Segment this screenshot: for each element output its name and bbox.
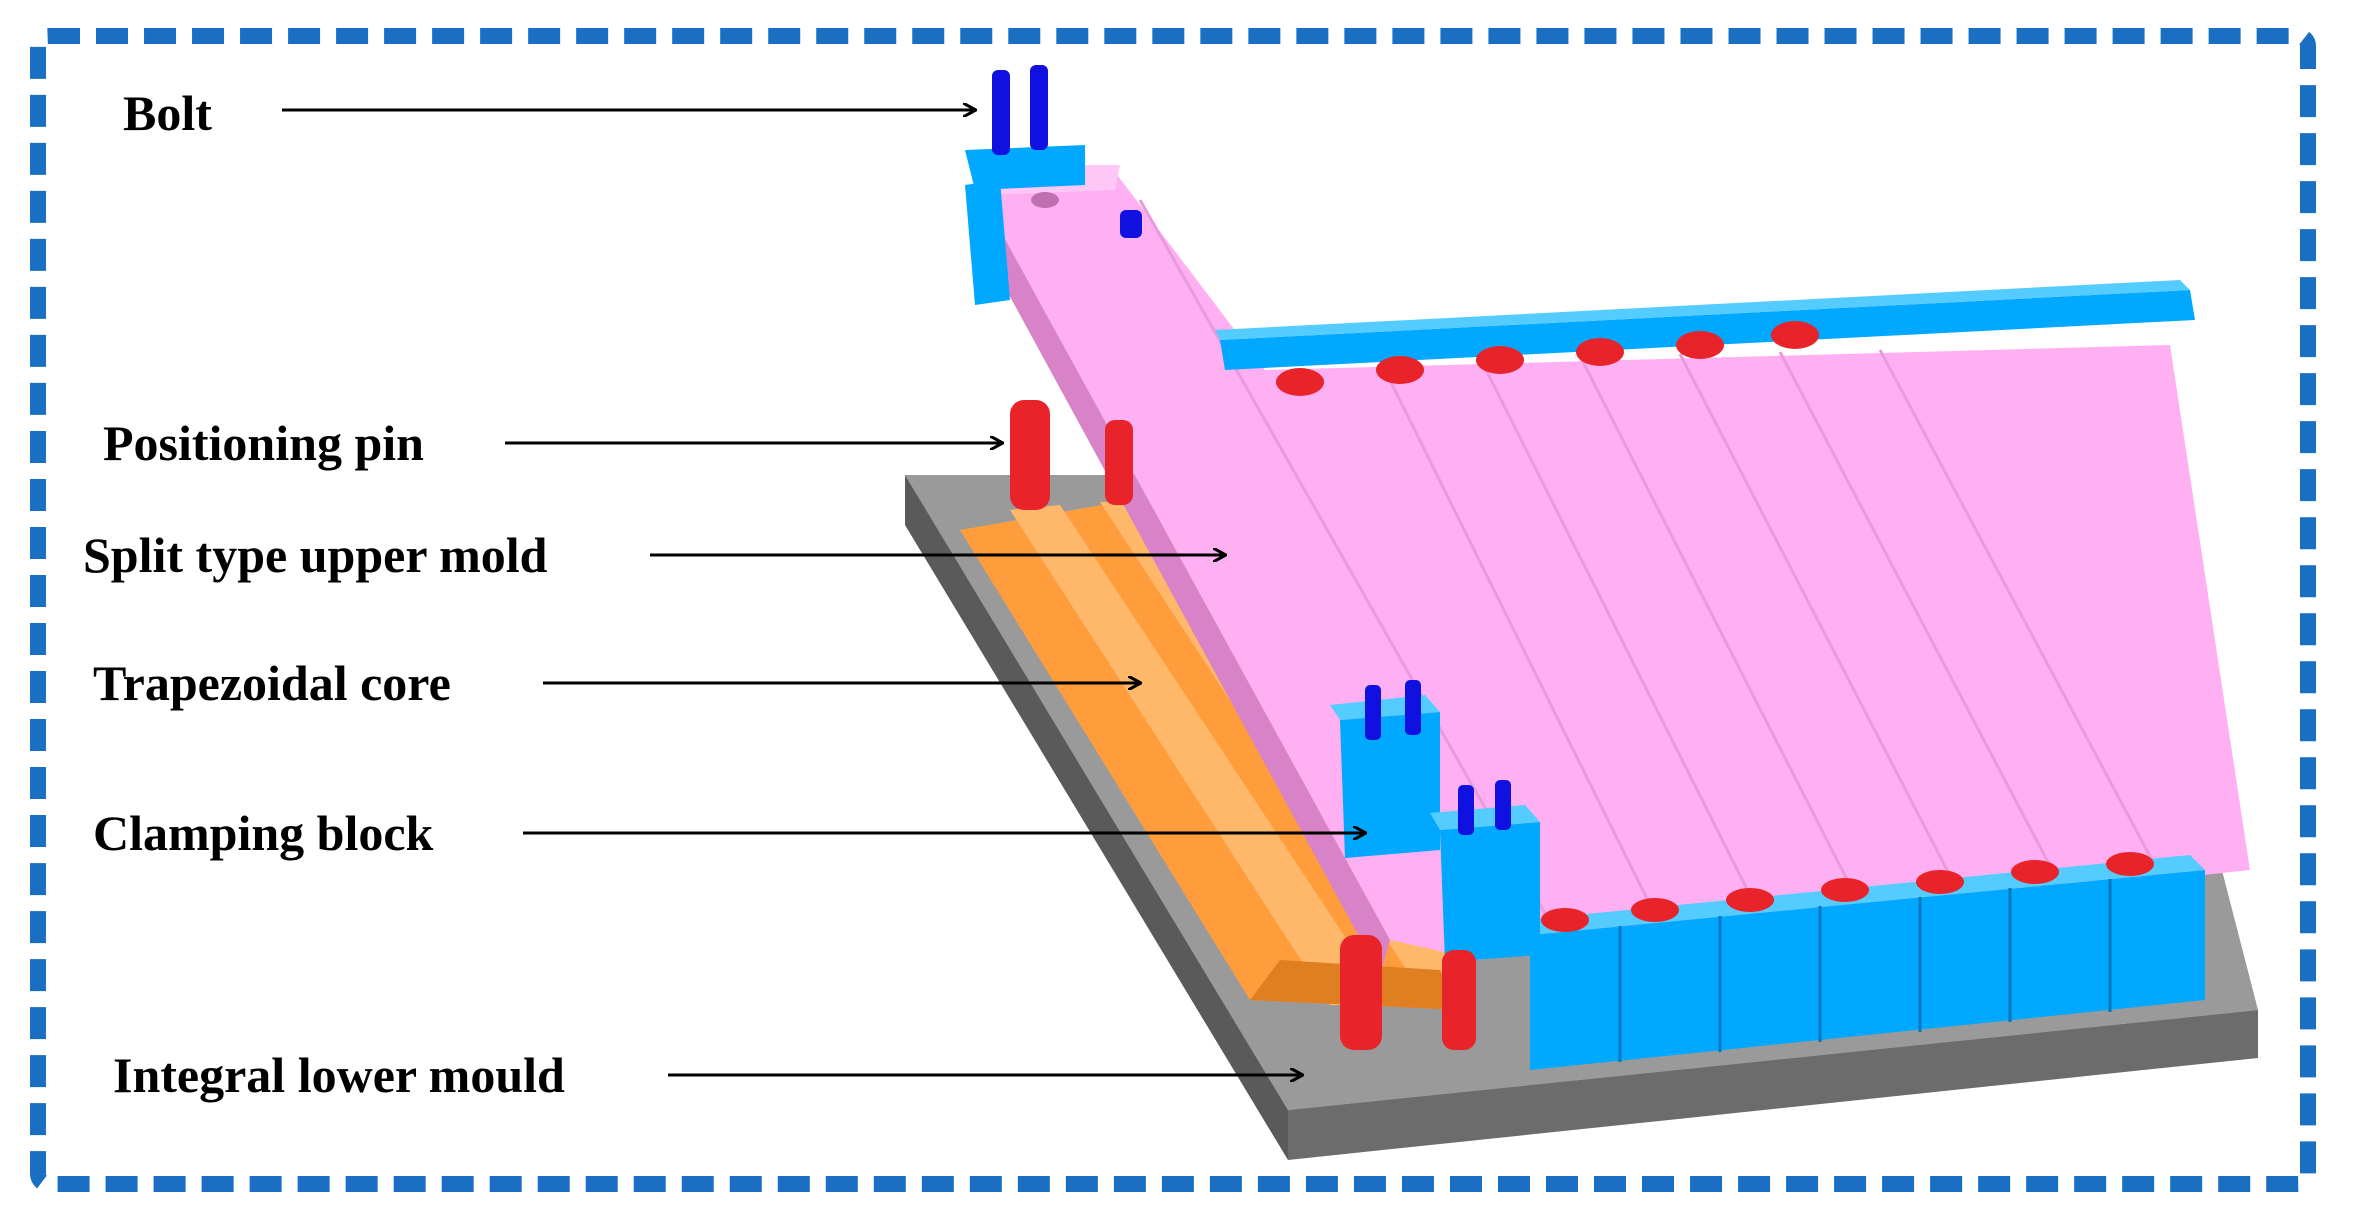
label-trapezoidal-core: Trapezoidal core <box>93 655 451 711</box>
clamping-block <box>965 145 1540 962</box>
label-bolt: Bolt <box>123 85 212 141</box>
label-integral-lower-mould: Integral lower mould <box>113 1047 565 1103</box>
label-upper-mold: Split type upper mold <box>83 527 548 583</box>
leader-arrows <box>282 110 1365 1075</box>
top-clamp-row <box>1215 280 2195 370</box>
bolt-group <box>992 65 1511 835</box>
label-clamping-block: Clamping block <box>93 805 434 861</box>
label-positioning-pin: Positioning pin <box>103 415 424 471</box>
dashed-frame <box>30 28 2316 1192</box>
positioning-pin-group <box>1010 321 2154 1050</box>
